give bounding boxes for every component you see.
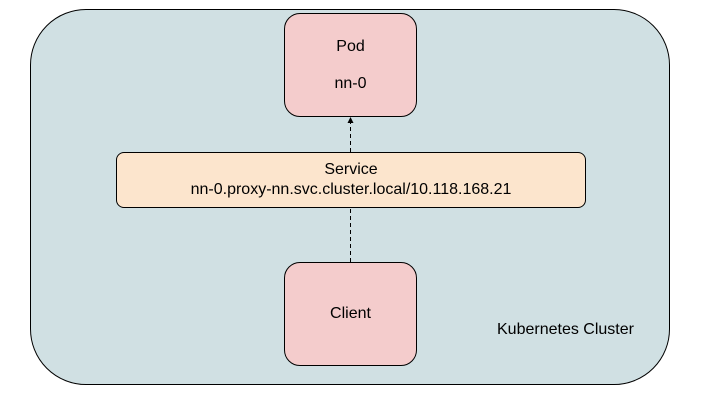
pod-name: nn-0 bbox=[334, 74, 367, 92]
client-node: Client bbox=[284, 262, 417, 366]
client-title: Client bbox=[330, 305, 371, 322]
pod-node: Pod nn-0 bbox=[284, 13, 417, 117]
service-node: Service nn-0.proxy-nn.svc.cluster.local/… bbox=[116, 152, 586, 208]
cluster-label: Kubernetes Cluster bbox=[497, 321, 634, 338]
service-title: Service bbox=[324, 161, 378, 178]
pod-title: Pod bbox=[336, 37, 365, 55]
service-address: nn-0.proxy-nn.svc.cluster.local/10.118.1… bbox=[190, 181, 512, 198]
